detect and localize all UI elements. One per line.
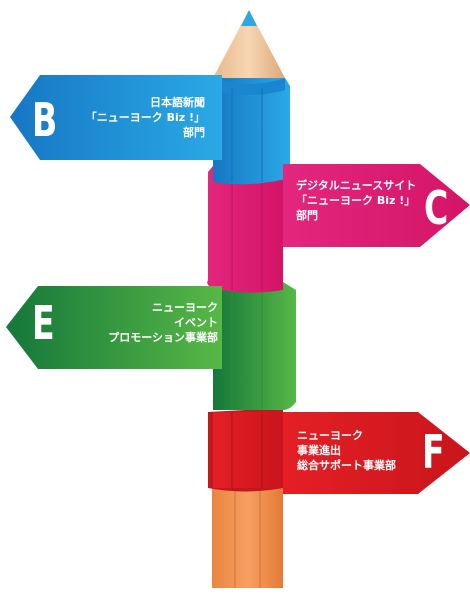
sign-c-label: デジタルニュースサイト 「ニューヨーク Biz !」 部門 <box>296 178 416 223</box>
pencil-bottom <box>212 488 283 588</box>
sign-b-line-3: 部門 <box>183 126 205 139</box>
sign-f-line-3: 総合サポート事業部 <box>297 459 396 472</box>
sign-b-line-2: 「ニューヨーク Biz !」 <box>85 111 205 124</box>
sign-f-arrow <box>283 412 470 494</box>
sign-c-line-1: デジタルニュースサイト <box>296 179 417 192</box>
sign-c-letter: C <box>424 181 449 235</box>
pink-band <box>207 166 283 293</box>
sign-c-line-3: 部門 <box>296 209 318 222</box>
sign-e-label: ニューヨーク イベント プロモーション事業部 <box>108 300 218 345</box>
sign-e-line-1: ニューヨーク <box>152 301 218 314</box>
sign-f-letter: F <box>422 425 445 479</box>
sign-b-letter: B <box>32 93 58 147</box>
red-band <box>208 408 283 492</box>
sign-c-arrow <box>283 164 470 247</box>
pencil-tip <box>213 10 285 78</box>
sign-f-line-1: ニューヨーク <box>297 429 363 442</box>
sign-e-line-3: プロモーション事業部 <box>108 331 218 344</box>
blue-band <box>213 78 290 185</box>
sign-e-line-2: イベント <box>174 316 218 329</box>
sign-e-letter: E <box>32 296 55 350</box>
green-band <box>213 282 296 410</box>
sign-b-arrow <box>10 75 222 160</box>
sign-c-line-2: 「ニューヨーク Biz !」 <box>296 194 416 207</box>
sign-b-line-1: 日本語新聞 <box>150 96 205 109</box>
sign-e-arrow <box>6 286 222 369</box>
sign-f-label: ニューヨーク 事業進出 総合サポート事業部 <box>297 428 396 473</box>
sign-f-line-2: 事業進出 <box>297 444 341 457</box>
sign-b-label: 日本語新聞 「ニューヨーク Biz !」 部門 <box>86 95 205 140</box>
